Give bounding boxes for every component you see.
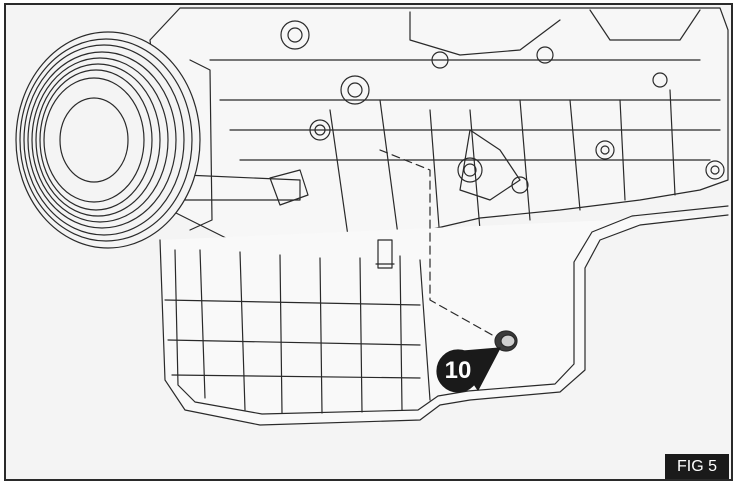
callout-marker-icon xyxy=(436,347,501,393)
callout-number: 10 xyxy=(444,357,472,384)
oil-pan xyxy=(159,205,729,426)
engine-block xyxy=(149,7,729,251)
figure-label: FIG 5 xyxy=(665,454,729,479)
crankshaft-pulley-icon xyxy=(15,31,213,249)
leader-line xyxy=(379,149,495,337)
drain-plug-icon xyxy=(494,330,518,352)
